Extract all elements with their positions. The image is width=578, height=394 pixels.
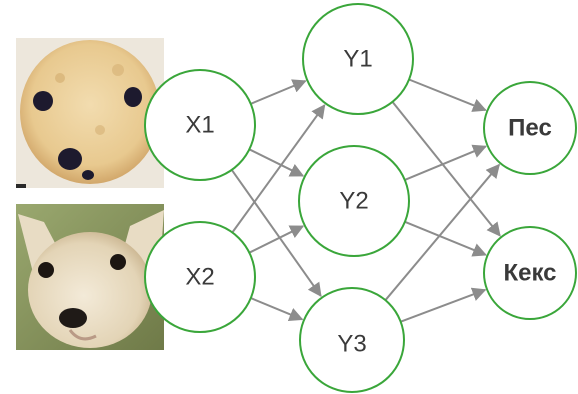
node-output-dog-label: Пес bbox=[508, 115, 552, 142]
edge-x2-to-y3 bbox=[250, 297, 304, 321]
edge-y2-to-out1 bbox=[404, 144, 487, 181]
node-output-dog: Пес bbox=[483, 81, 577, 175]
muffin-image bbox=[16, 38, 164, 188]
node-y3-circle bbox=[299, 287, 405, 393]
edge-y1-to-out2 bbox=[391, 101, 501, 237]
node-output-dog-circle bbox=[483, 81, 577, 175]
edges-layer bbox=[230, 78, 501, 323]
edge-y2-to-out2 bbox=[404, 220, 487, 257]
node-y1-circle bbox=[302, 3, 414, 115]
node-output-muffin: Кекс bbox=[483, 226, 577, 320]
node-x2-label: X2 bbox=[185, 264, 214, 291]
edge-y3-to-out1 bbox=[384, 163, 501, 301]
node-y3: Y3 bbox=[299, 287, 405, 393]
node-y3-label: Y3 bbox=[337, 331, 366, 358]
chihuahua-image bbox=[16, 204, 164, 350]
edge-x1-to-y3 bbox=[230, 169, 322, 298]
node-output-muffin-circle bbox=[483, 226, 577, 320]
node-x2: X2 bbox=[144, 221, 256, 333]
node-y1-label: Y1 bbox=[343, 46, 372, 73]
node-y2: Y2 bbox=[298, 145, 410, 257]
edge-x1-to-y1 bbox=[250, 79, 307, 105]
node-output-muffin-label: Кекс bbox=[503, 260, 556, 287]
node-x1-circle bbox=[144, 69, 256, 181]
edge-y3-to-out2 bbox=[400, 287, 487, 323]
edge-x2-to-y2 bbox=[248, 225, 305, 254]
edge-x1-to-y2 bbox=[248, 148, 305, 177]
edge-x2-to-y1 bbox=[231, 104, 326, 234]
node-y1: Y1 bbox=[302, 3, 414, 115]
node-y2-label: Y2 bbox=[339, 188, 368, 215]
node-x2-circle bbox=[144, 221, 256, 333]
node-x1-label: X1 bbox=[185, 112, 214, 139]
edge-y1-to-out1 bbox=[408, 78, 487, 112]
node-x1: X1 bbox=[144, 69, 256, 181]
node-y2-circle bbox=[298, 145, 410, 257]
